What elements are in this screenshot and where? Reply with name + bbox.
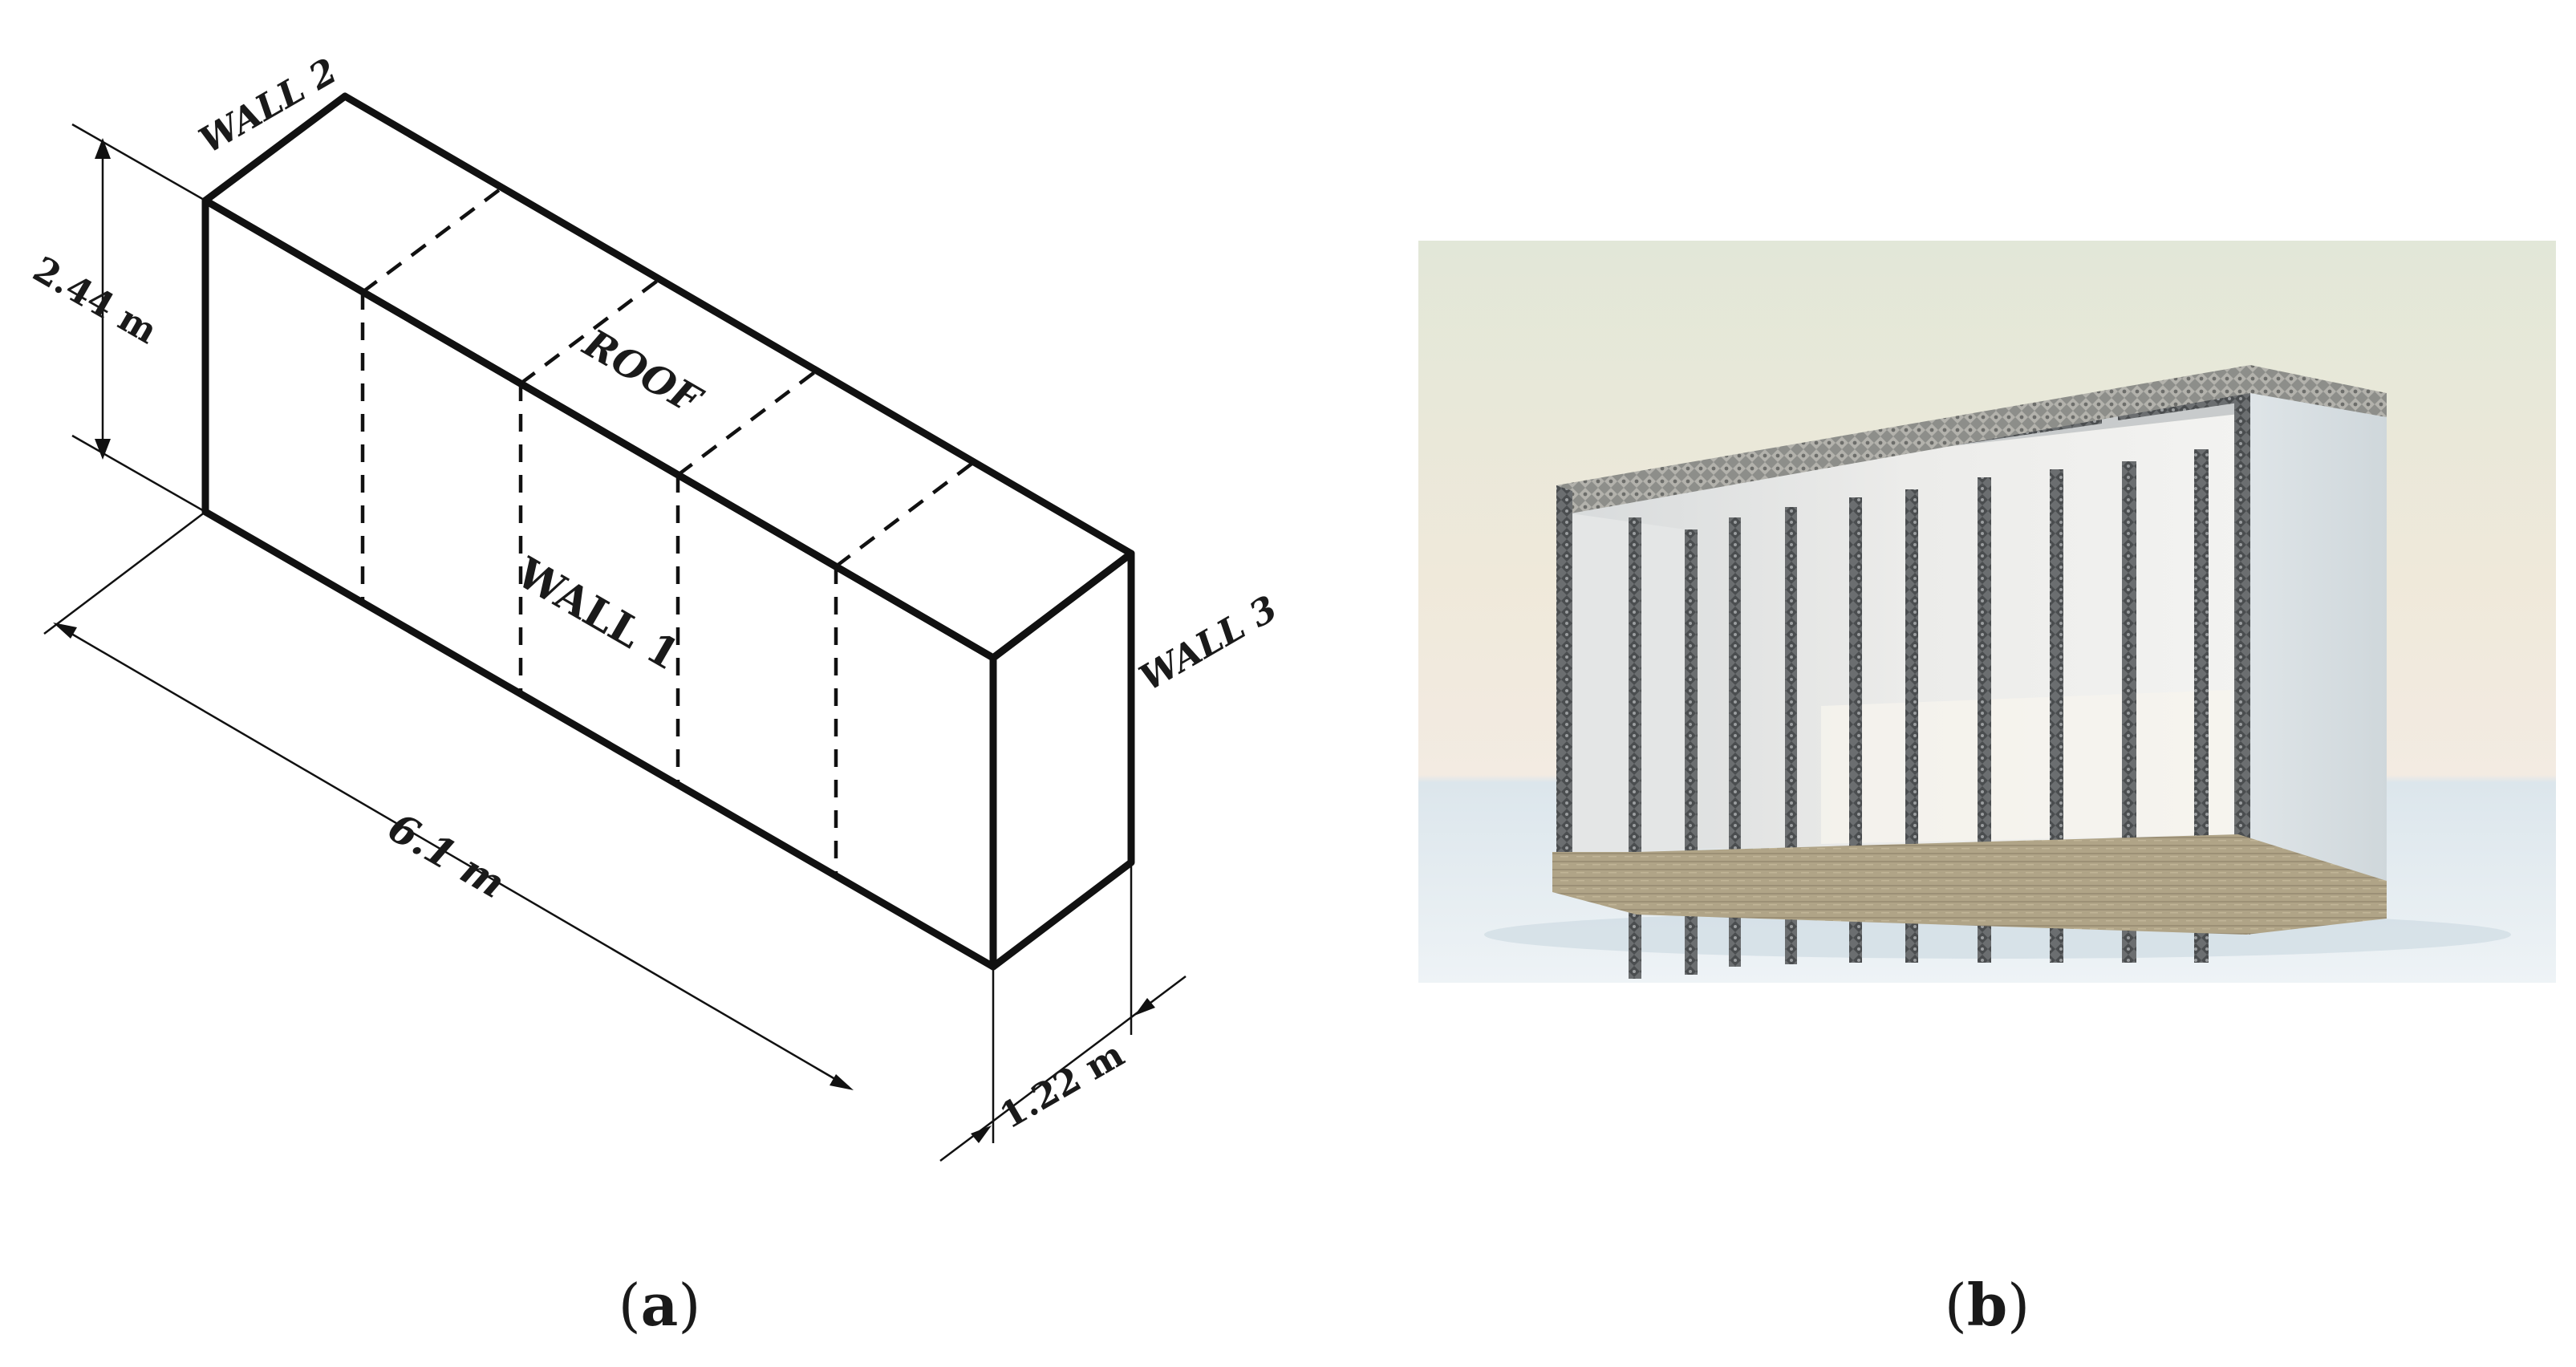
dimension-lines [43, 123, 1187, 1162]
render-roof-edge [1556, 365, 2387, 513]
panel-a-caption-letter: a [641, 1271, 679, 1339]
render-left-post [1556, 485, 1572, 874]
render-sunlight-patch [1821, 690, 2230, 844]
dimension-arrowheads [53, 138, 1155, 1143]
panel-b-rendering: (b) [1418, 241, 2556, 1339]
render-bottom-sill [1552, 834, 2387, 935]
panel-b-caption: (b) [1945, 1271, 2030, 1339]
wall1-panel-divisions [360, 292, 838, 876]
length-dimension-label: 6.1 m [380, 803, 513, 907]
render-end-wall [2246, 385, 2387, 931]
panel-b-caption-letter: b [1967, 1271, 2007, 1339]
height-dimension-label: 2.44 m [26, 249, 164, 352]
wall2-label: WALL 2 [193, 51, 344, 161]
roof-label: ROOF [574, 320, 710, 424]
depth-dimension-label: 1.22 m [993, 1034, 1131, 1138]
wall1-label: WALL 1 [508, 548, 688, 680]
render-end-wall-trim [2234, 377, 2250, 935]
render-left-side-wall [1571, 513, 1685, 866]
panel-a-caption: (a) [619, 1271, 701, 1339]
wall3-label: WALL 3 [1133, 588, 1284, 699]
box-outline [201, 92, 1135, 971]
panel-a-diagram: WALL 2 2.44 m ROOF WALL 1 WALL 3 6.1 m 1… [26, 51, 1284, 1339]
